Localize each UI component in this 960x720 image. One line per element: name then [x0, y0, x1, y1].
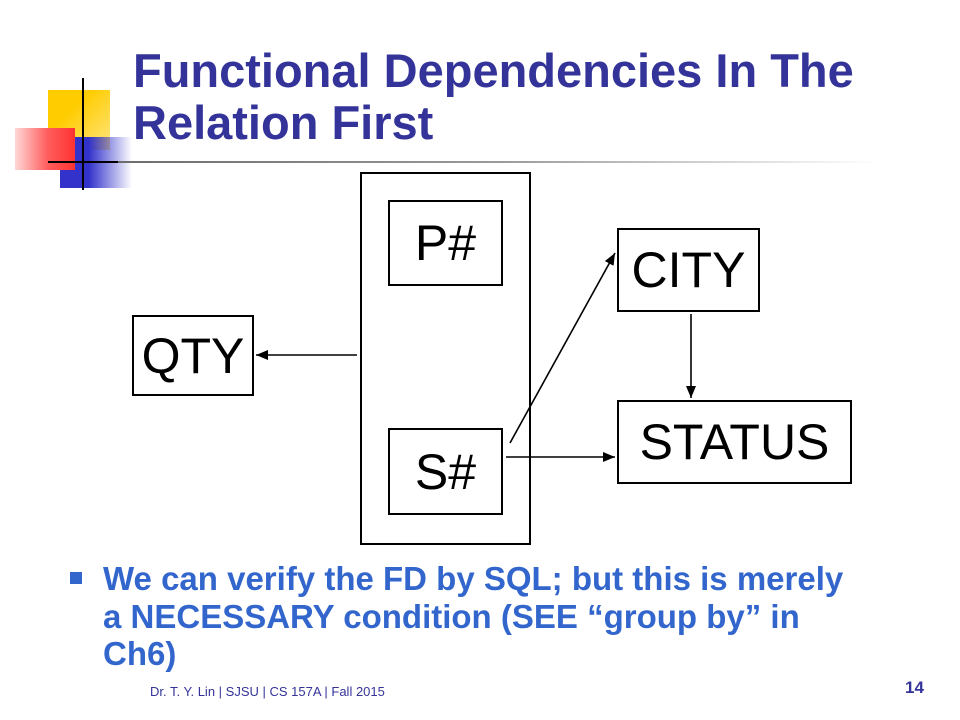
node-city: CITY — [617, 228, 760, 312]
square-bullet-icon — [70, 572, 82, 584]
slide-footer: Dr. T. Y. Lin | SJSU | CS 157A | Fall 20… — [150, 684, 385, 699]
decorative-horizontal-line — [48, 161, 120, 163]
bullet-item: We can verify the FD by SQL; but this is… — [70, 560, 858, 673]
node-p-number: P# — [388, 200, 503, 286]
slide-title: Functional Dependencies In The Relation … — [133, 44, 854, 149]
node-qty: QTY — [132, 315, 254, 396]
bullet-list: We can verify the FD by SQL; but this is… — [70, 560, 858, 673]
node-status: STATUS — [617, 400, 852, 484]
decorative-vertical-line — [82, 78, 84, 190]
bullet-text: We can verify the FD by SQL; but this is… — [103, 560, 844, 672]
page-number: 14 — [905, 678, 924, 697]
decorative-red-square — [15, 128, 75, 170]
node-s-number: S# — [388, 428, 503, 515]
title-divider — [118, 161, 878, 163]
